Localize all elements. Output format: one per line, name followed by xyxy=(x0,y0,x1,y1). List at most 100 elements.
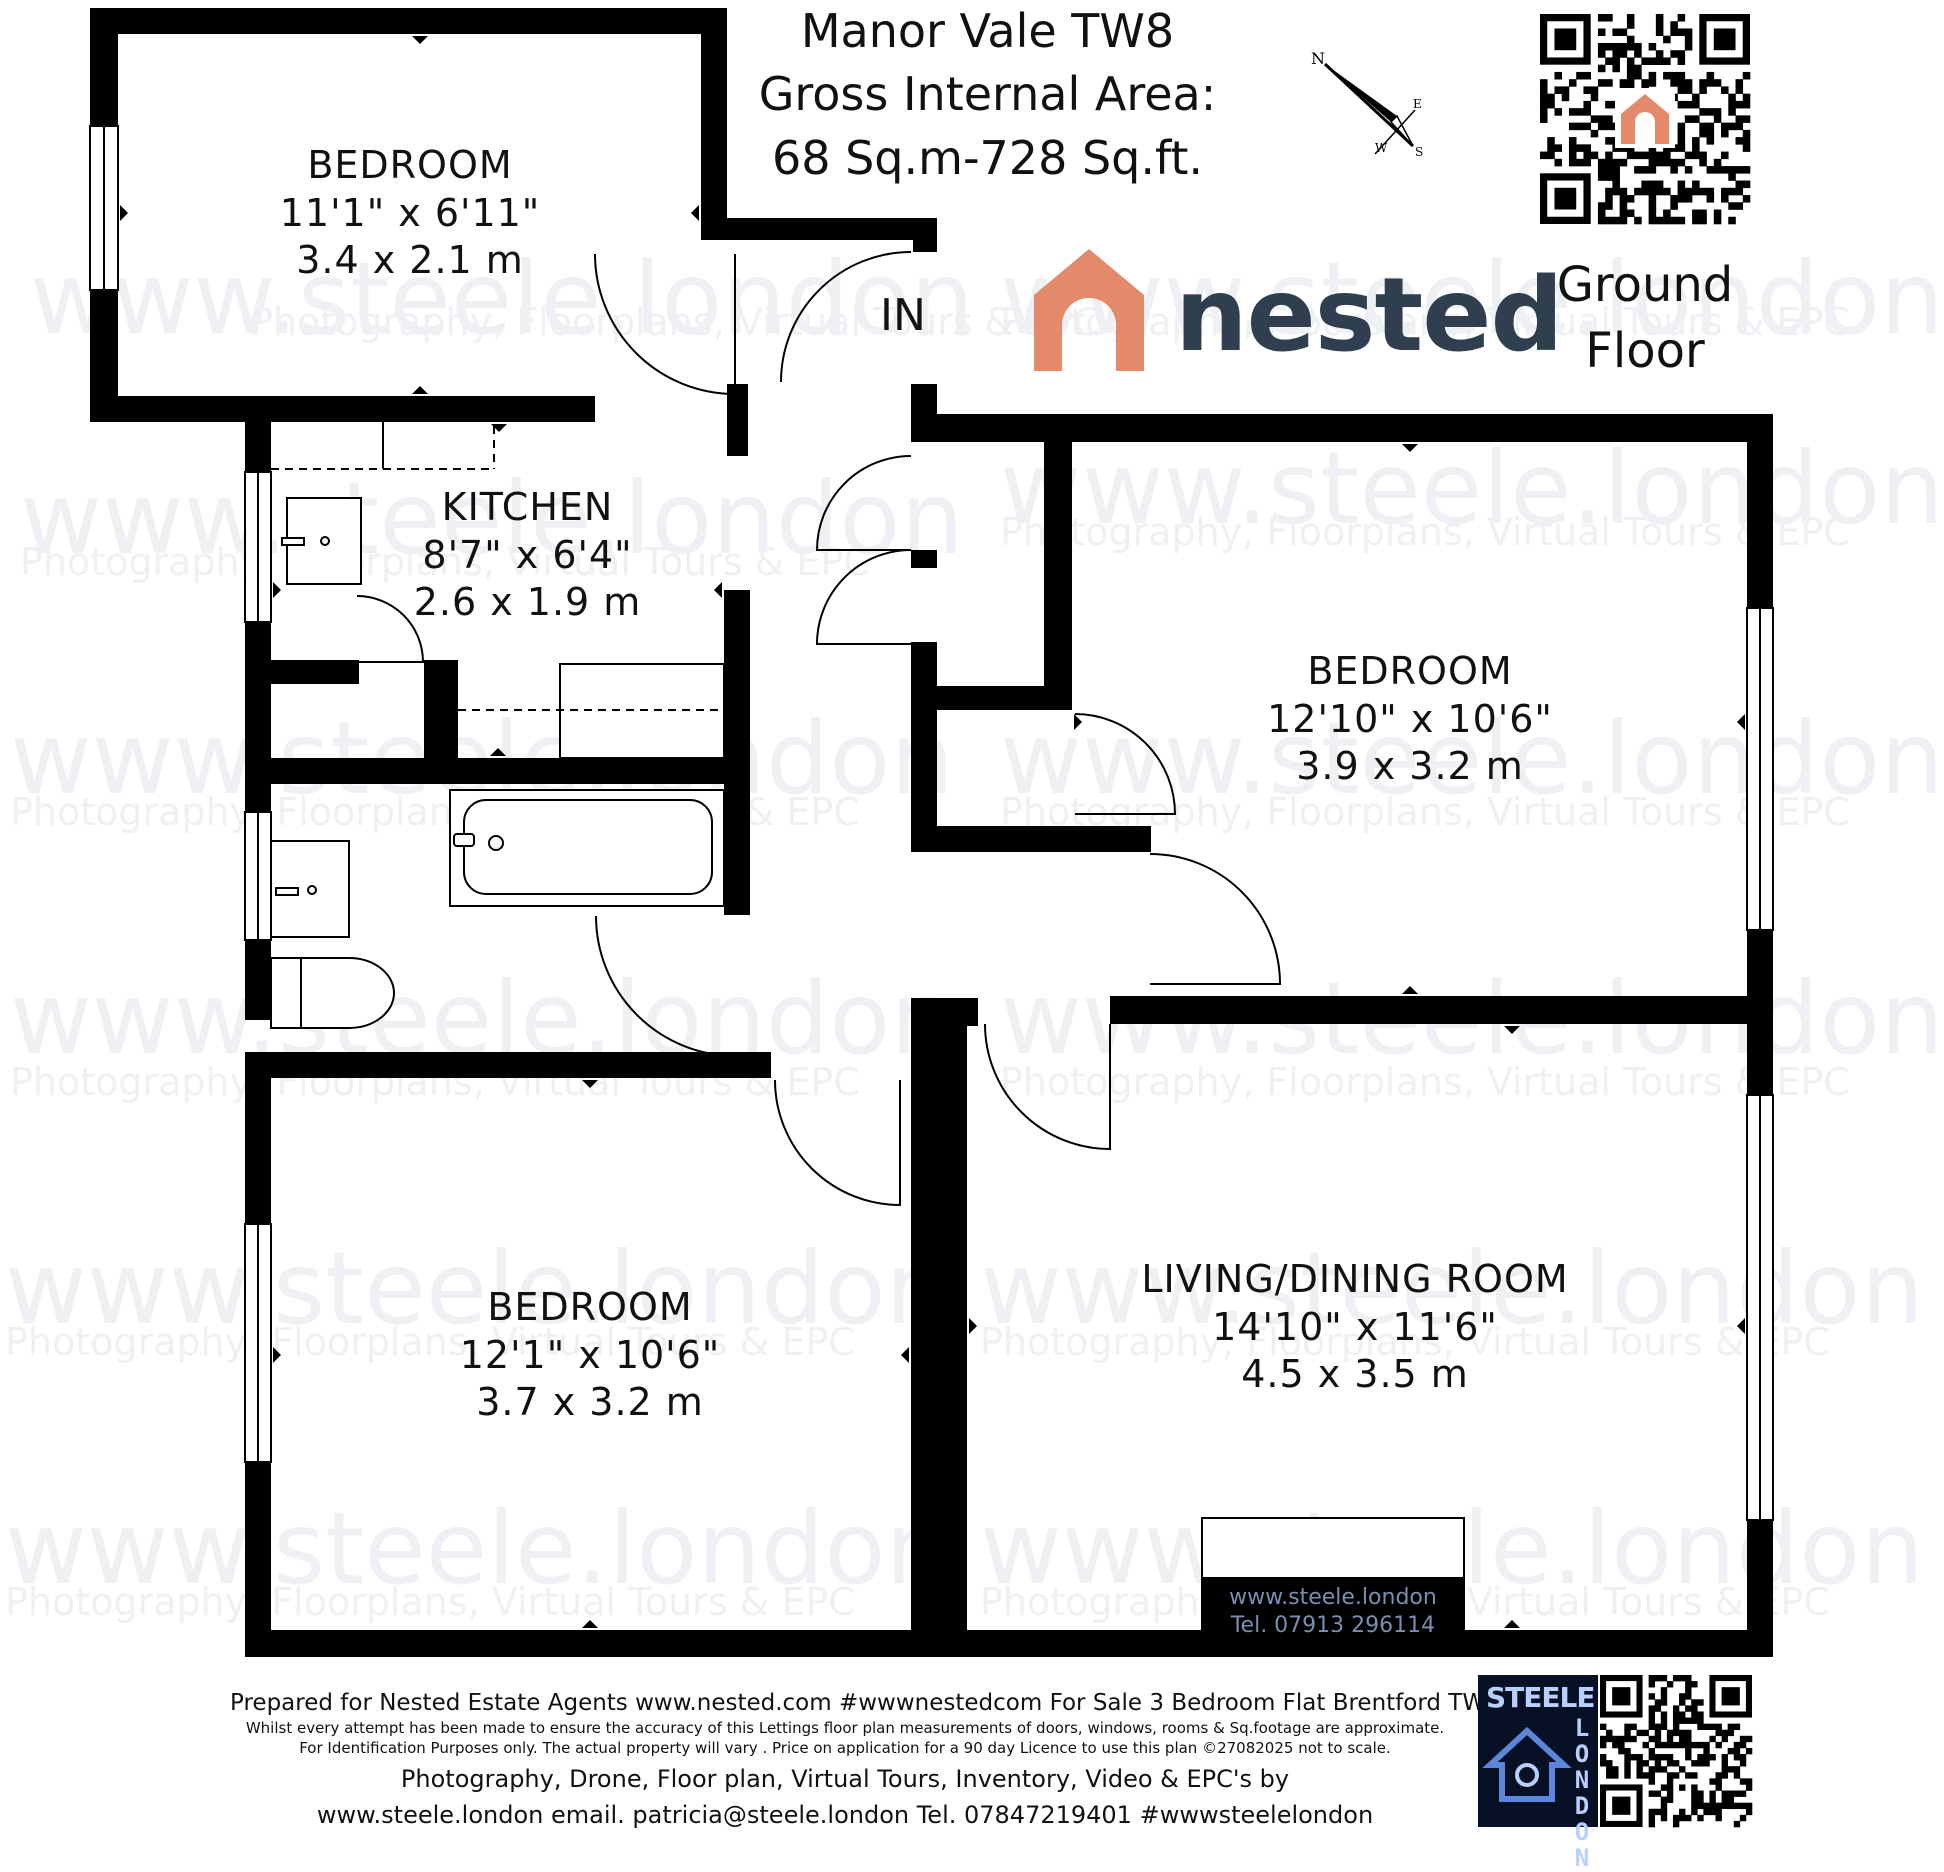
area-label: Gross Internal Area: xyxy=(758,67,1217,122)
wall xyxy=(913,218,937,252)
room-label: BEDROOM 12'10" x 10'6" 3.9 x 3.2 m xyxy=(1220,648,1600,791)
door-swing xyxy=(780,251,912,383)
wall xyxy=(245,1052,271,1224)
dashed-lines xyxy=(271,426,724,711)
toilet-bowl xyxy=(300,957,395,1029)
dimension-marker xyxy=(1074,714,1082,730)
wall xyxy=(911,414,1773,442)
compass-icon: N E S W xyxy=(1311,49,1423,159)
dimension-marker xyxy=(582,1080,598,1088)
floor-label-line1: Ground xyxy=(1556,257,1734,313)
entrance-label: IN xyxy=(880,290,926,341)
dimension-markers xyxy=(120,36,1745,1628)
room-name: KITCHEN xyxy=(441,485,614,529)
door-swing xyxy=(815,455,912,551)
windows xyxy=(89,125,1774,1521)
door-swing xyxy=(595,915,737,1057)
dimension-marker xyxy=(1504,1026,1520,1034)
dimension-marker xyxy=(273,1347,281,1363)
compass-s: S xyxy=(1415,145,1423,159)
wall xyxy=(271,1052,771,1078)
walls xyxy=(90,8,1773,1657)
wall xyxy=(245,422,271,472)
footer-line5: www.steele.london email. patricia@steele… xyxy=(316,1801,1374,1829)
dimension-marker xyxy=(412,36,428,44)
wall xyxy=(90,8,727,34)
dimension-marker xyxy=(491,424,507,432)
room-label: KITCHEN 8'7" x 6'4" 2.6 x 1.9 m xyxy=(370,484,685,627)
door-swing xyxy=(594,253,736,396)
washbasin-tap xyxy=(275,887,299,896)
room-name: LIVING/DINING ROOM xyxy=(1141,1257,1569,1301)
house-icon xyxy=(1482,1726,1572,1802)
tv-panel-line1: www.steele.london xyxy=(1229,1585,1437,1610)
dimension-marker xyxy=(1737,714,1745,730)
wall xyxy=(911,550,937,568)
door-swing xyxy=(984,1023,1111,1151)
drain xyxy=(320,536,330,546)
toilet-cistern xyxy=(270,957,302,1029)
room-imperial: 8'7" x 6'4" xyxy=(422,532,633,577)
bath-tap xyxy=(453,833,475,847)
footer-line2: Whilst every attempt has been made to en… xyxy=(245,1719,1445,1737)
property-title: Manor Vale TW8 xyxy=(800,4,1175,58)
dimension-marker xyxy=(1504,1620,1520,1628)
room-name: BEDROOM xyxy=(1307,649,1513,693)
dimension-marker xyxy=(1402,986,1418,994)
door-swing xyxy=(356,595,425,663)
nested-qr-logo-icon xyxy=(1615,88,1675,148)
room-imperial: 12'10" x 10'6" xyxy=(1267,696,1553,741)
tv-panel-line2: Tel. 07913 296114 xyxy=(1230,1612,1436,1638)
wall xyxy=(1110,996,1773,1024)
footer-line1: Prepared for Nested Estate Agents www.ne… xyxy=(230,1690,1500,1716)
doors xyxy=(356,251,1282,1207)
wall xyxy=(1747,414,1773,608)
wall xyxy=(911,1078,967,1657)
room-metric: 3.7 x 3.2 m xyxy=(476,1380,704,1424)
washbasin-drain xyxy=(307,885,317,895)
wall xyxy=(245,1462,271,1657)
wall xyxy=(701,8,727,218)
area-value: 68 Sq.m-728 Sq.ft. xyxy=(771,130,1204,185)
tv-panel-text: www.steele.london Tel. 07913 296114 xyxy=(1202,1584,1464,1639)
footer: Prepared for Nested Estate Agents www.ne… xyxy=(230,1688,1500,1832)
compass-n: N xyxy=(1311,49,1325,68)
door-swing xyxy=(774,1079,901,1207)
wall xyxy=(701,218,937,240)
dimension-marker xyxy=(714,582,722,598)
dimension-marker xyxy=(120,205,128,221)
floor-label: Ground Floor xyxy=(1540,252,1750,384)
dimension-marker xyxy=(1737,1318,1745,1334)
floor-plan xyxy=(89,8,1774,1657)
compass-e: E xyxy=(1413,97,1422,111)
room-label: BEDROOM 12'1" x 10'6" 3.7 x 3.2 m xyxy=(390,1284,790,1427)
room-imperial: 12'1" x 10'6" xyxy=(459,1332,721,1377)
dimension-marker xyxy=(691,205,699,221)
bath-drain xyxy=(488,835,504,851)
room-label: LIVING/DINING ROOM 14'10" x 11'6" 4.5 x … xyxy=(1110,1256,1600,1399)
compass-w: W xyxy=(1375,141,1388,155)
dimension-marker xyxy=(582,1620,598,1628)
door-swing xyxy=(815,549,912,645)
wall xyxy=(724,590,750,915)
room-metric: 2.6 x 1.9 m xyxy=(413,580,642,624)
nested-logo-icon xyxy=(1034,249,1144,371)
wall xyxy=(90,396,595,422)
room-name: BEDROOM xyxy=(487,1285,693,1329)
room-metric: 4.5 x 3.5 m xyxy=(1241,1352,1469,1396)
room-metric: 3.9 x 3.2 m xyxy=(1296,744,1524,788)
wall xyxy=(911,642,937,852)
footer-line4: Photography, Drone, Floor plan, Virtual … xyxy=(400,1765,1290,1793)
dimension-marker xyxy=(490,748,506,756)
wall xyxy=(911,686,1072,710)
tap xyxy=(281,537,305,546)
dimension-marker xyxy=(969,1318,977,1334)
room-imperial: 11'1" x 6'11" xyxy=(279,190,541,235)
tv-panel xyxy=(1201,1517,1465,1579)
dimension-marker xyxy=(1402,444,1418,452)
footer-line3: For Identification Purposes only. The ac… xyxy=(299,1739,1391,1757)
dimension-marker xyxy=(273,582,281,598)
wall xyxy=(245,940,271,1020)
